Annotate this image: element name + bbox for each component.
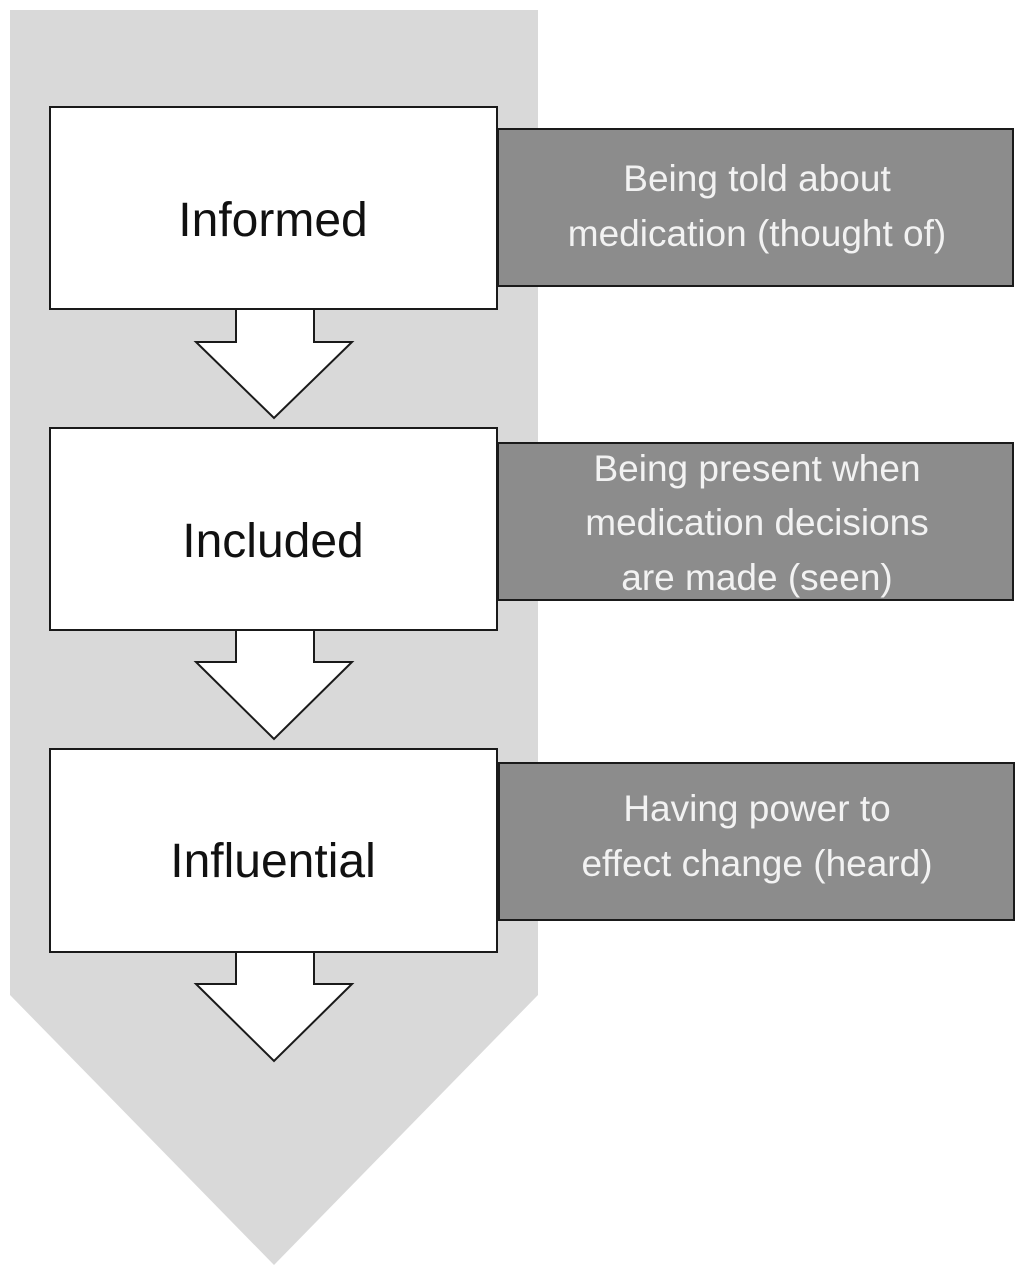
description-box [498, 762, 1015, 921]
stage-informed: Informed [49, 106, 498, 310]
stage-label: Influential [170, 835, 375, 888]
description-box [497, 128, 1014, 287]
description-line: medication (thought of) [568, 213, 946, 254]
description-line: Being told about [623, 158, 891, 199]
stage-label: Informed [178, 194, 367, 247]
stage-label: Included [182, 515, 363, 568]
description-box [497, 442, 1014, 601]
stage-box [49, 748, 498, 953]
stage-included: Included [49, 427, 498, 631]
description-included: Being present when medication decisions … [497, 442, 1014, 601]
stage-influential: Influential [49, 748, 498, 953]
description-line: medication decisions [585, 502, 928, 543]
description-informed: Being told about medication (thought of) [497, 128, 1014, 287]
description-line: effect change (heard) [581, 843, 932, 884]
description-influential: Having power to effect change (heard) [498, 762, 1015, 921]
description-line: are made (seen) [621, 557, 892, 598]
down-arrow-3 [193, 951, 355, 1063]
stage-box [49, 427, 498, 631]
description-line: Having power to [623, 788, 890, 829]
description-line: Being present when [593, 448, 920, 489]
down-arrow-1 [193, 308, 355, 420]
down-arrow-2 [193, 629, 355, 741]
